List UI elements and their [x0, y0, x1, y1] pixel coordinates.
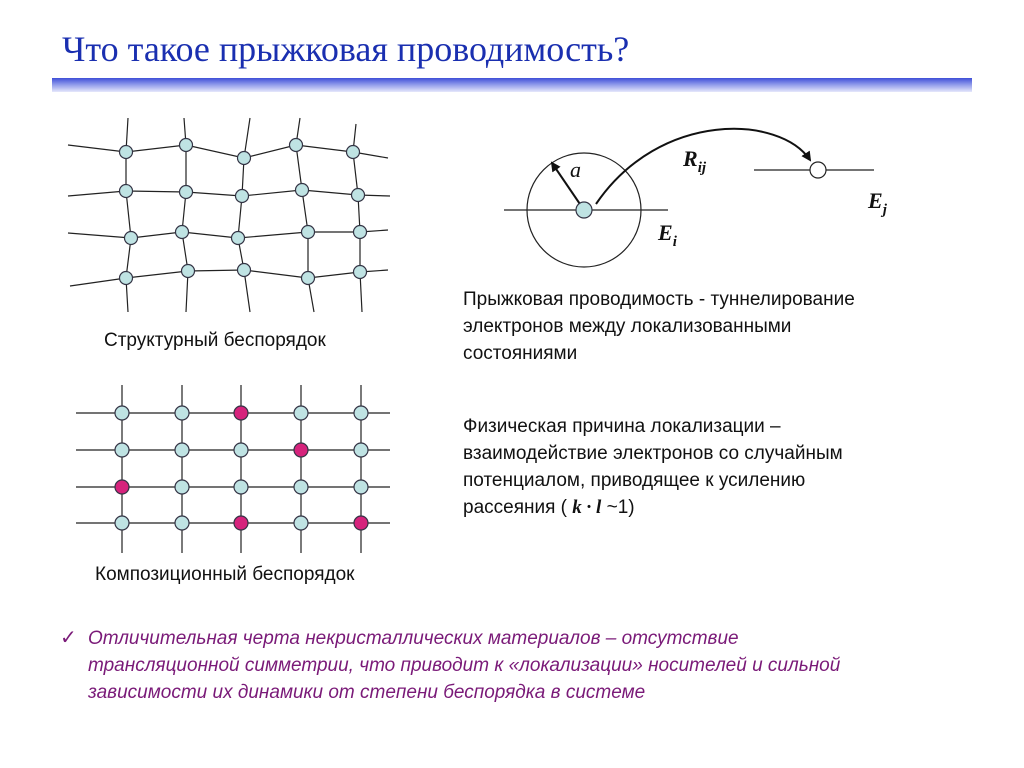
reason-line: взаимодействие электронов со случайным	[463, 443, 843, 464]
title-underline-bar	[52, 78, 972, 92]
conclusion-line: трансляционной симметрии, что приводит к…	[88, 655, 841, 676]
conclusion-text: Отличительная черта некристаллических ма…	[88, 625, 840, 706]
page-title: Что такое прыжковая проводимость?	[62, 29, 630, 69]
site-i	[575, 201, 593, 219]
radius-arrow	[550, 161, 585, 211]
definition-line: электронов между локализованными	[463, 316, 792, 337]
reason-line: потенциалом, приводящее к усилению	[463, 470, 806, 491]
hopping-diagram: a Rij Ei Ej	[504, 127, 888, 268]
structural-disorder-atoms	[118, 137, 368, 286]
definition-line: состояниями	[463, 343, 578, 364]
hop-arrow	[595, 127, 812, 205]
reason-line: рассеяния ( k · l ~1)	[463, 494, 843, 521]
structural-disorder-lattice	[67, 117, 391, 313]
distance-label: Rij	[682, 146, 707, 176]
site-j	[809, 161, 827, 179]
compositional-disorder-caption: Композиционный беспорядок	[95, 564, 355, 585]
localization-reason-text: Физическая причина локализации – взаимод…	[463, 413, 843, 521]
energy-j-label: Ej	[867, 188, 888, 218]
reason-prefix: рассеяния (	[463, 497, 567, 518]
checkmark-icon: ✓	[60, 627, 77, 649]
structural-disorder-caption: Структурный беспорядок	[104, 330, 326, 351]
conclusion-line: Отличительная черта некристаллических ма…	[88, 628, 739, 649]
definition-line: Прыжковая проводимость - туннелирование	[463, 289, 855, 310]
compositional-disorder-atoms	[114, 405, 369, 531]
definition-text: Прыжковая проводимость - туннелирование …	[463, 286, 855, 367]
energy-i-label: Ei	[657, 220, 678, 250]
radius-label: a	[570, 157, 581, 182]
reason-suffix: ~1)	[606, 497, 635, 518]
reason-line: Физическая причина локализации –	[463, 416, 781, 437]
conclusion-line: зависимости их динамики от степени беспо…	[88, 682, 646, 703]
scattering-formula: k · l	[572, 497, 602, 518]
